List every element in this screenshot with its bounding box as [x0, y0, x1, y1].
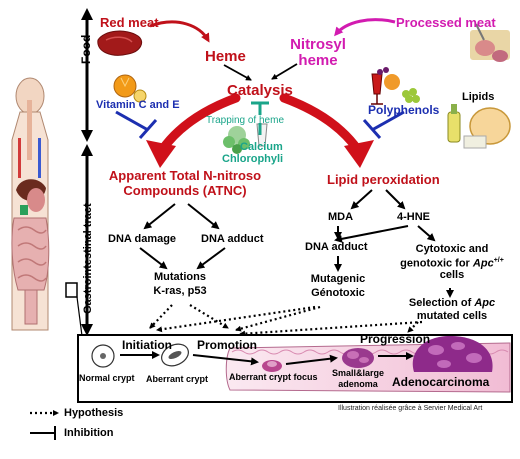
atnc-to-dna-adduct-arrow — [187, 203, 220, 230]
orange-fruit-image — [113, 74, 147, 103]
red-meat-label: Red meat — [100, 15, 159, 30]
nitrosyl-heme-label: Nitrosyl heme — [290, 36, 346, 69]
mutations-label: Mutations — [154, 271, 206, 283]
apc-superscript: +/+ — [493, 257, 504, 264]
red-meat-image — [97, 30, 143, 56]
processed-meat-image — [470, 23, 510, 62]
apc-italic: Apc — [472, 257, 494, 270]
adenoma-icon — [342, 348, 374, 368]
mda-label: MDA — [328, 211, 354, 223]
dna-damage-to-mutations-arrow — [139, 247, 168, 270]
selection-line-2: mutated cells — [416, 310, 488, 322]
gi-tract-label: Gastrointestinal tract — [82, 203, 94, 314]
lipids-image — [447, 104, 511, 149]
kras-p53-label: K-ras, p53 — [153, 285, 207, 297]
food-label: Food — [79, 34, 93, 64]
polyphenol-fruits-image — [371, 67, 420, 105]
legend-inhibition-label: Inhibition — [64, 427, 114, 439]
progression-label: Progression — [360, 332, 431, 346]
atnc-to-dna-damage-arrow — [143, 203, 176, 230]
trapping-label: Trapping of heme — [206, 115, 285, 126]
red-meat-to-heme-arrow — [149, 20, 210, 43]
genotoxic-label: Génotoxic — [311, 287, 365, 299]
gi-zoom-box — [65, 282, 78, 298]
food-axis-arrow — [81, 8, 93, 142]
cytotoxic-line-1: Cytotoxic and — [415, 243, 489, 255]
adenoma-line-1: Small&large — [331, 368, 385, 378]
heme-to-catalysis-arrow — [223, 64, 252, 81]
promotion-arrow — [192, 354, 259, 366]
calcium-label: Calcium — [240, 141, 283, 153]
aberrant-crypt-focus-icon — [262, 360, 282, 372]
lipid-to-mda-arrow — [350, 189, 373, 210]
adenoma-line-2: adenoma — [338, 379, 378, 389]
normal-crypt-label: Normal crypt — [79, 373, 135, 383]
aberrant-focus-label: Aberrant crypt focus — [229, 372, 318, 382]
cytotoxic-line-2: genotoxic for Apc+/+ — [396, 257, 508, 270]
hypothesis-arrows — [149, 304, 423, 337]
adenocarcinoma-label: Adenocarcinoma — [392, 375, 490, 389]
dna-adduct-right-label: DNA adduct — [305, 241, 368, 253]
calcium-chlorophyll-image — [223, 123, 268, 154]
vitamin-label: Vitamin C and E — [96, 99, 180, 111]
dna-damage-label: DNA damage — [108, 233, 177, 245]
lipid-peroxidation-label: Lipid peroxidation — [327, 172, 440, 187]
catalysis-to-lipid-red-arrow — [279, 93, 374, 168]
cytotoxic-line-2-a: genotoxic for — [400, 257, 473, 270]
hne-label: 4-HNE — [397, 211, 431, 223]
processed-meat-to-nitrosyl-arrow — [334, 18, 396, 37]
processed-meat-label: Processed meat — [396, 15, 496, 30]
hne-to-dna-adduct-arrow — [334, 225, 409, 243]
aberrant-crypt-icon — [161, 343, 189, 367]
selection-prefix: Selection of — [408, 297, 475, 309]
cytotoxic-line-3: cells — [439, 269, 465, 281]
lipid-to-hne-arrow — [385, 189, 406, 210]
hne-to-cytotoxic-arrow — [417, 225, 436, 242]
initiation-label: Initiation — [122, 338, 172, 352]
promotion-label: Promotion — [197, 338, 257, 352]
trapping-inhibition-symbol — [251, 101, 269, 135]
polyphenols-label: Polyphenols — [368, 103, 440, 117]
focus-to-adenoma-arrow — [285, 354, 338, 365]
vitamin-inhibition-symbol — [115, 110, 158, 139]
legend-hypothesis-label: Hypothesis — [64, 407, 124, 419]
atnc-label: Apparent Total N-nitroso Compounds (ATNC… — [108, 168, 262, 198]
normal-crypt-icon — [91, 344, 115, 368]
catalysis-label: Catalysis — [227, 82, 293, 99]
selection-apc-italic: Apc — [474, 297, 496, 309]
chlorophyll-label: Chlorophyli — [222, 153, 284, 165]
heme-label: Heme — [205, 48, 246, 65]
adenocarcinoma-icon — [412, 336, 493, 372]
dna-adduct-left-label: DNA adduct — [201, 233, 264, 245]
nitrosyl-to-catalysis-arrow — [271, 63, 298, 80]
human-body-illustration — [11, 77, 50, 331]
polyphenol-inhibition-symbol — [362, 110, 405, 139]
dna-adduct-to-mutations-arrow — [196, 247, 226, 270]
mutagenic-label: Mutagenic — [310, 273, 366, 285]
selection-line-1: Selection of Apc — [392, 298, 512, 309]
credit-label: Illustration réalisée grâce à Servier Me… — [338, 405, 483, 412]
zoom-connector-line — [76, 296, 83, 337]
catalysis-to-atnc-red-arrow — [146, 93, 241, 168]
gi-tract-axis-arrow — [81, 144, 93, 336]
aberrant-crypt-label: Aberrant crypt — [146, 374, 209, 384]
lipids-label: Lipids — [462, 91, 495, 103]
